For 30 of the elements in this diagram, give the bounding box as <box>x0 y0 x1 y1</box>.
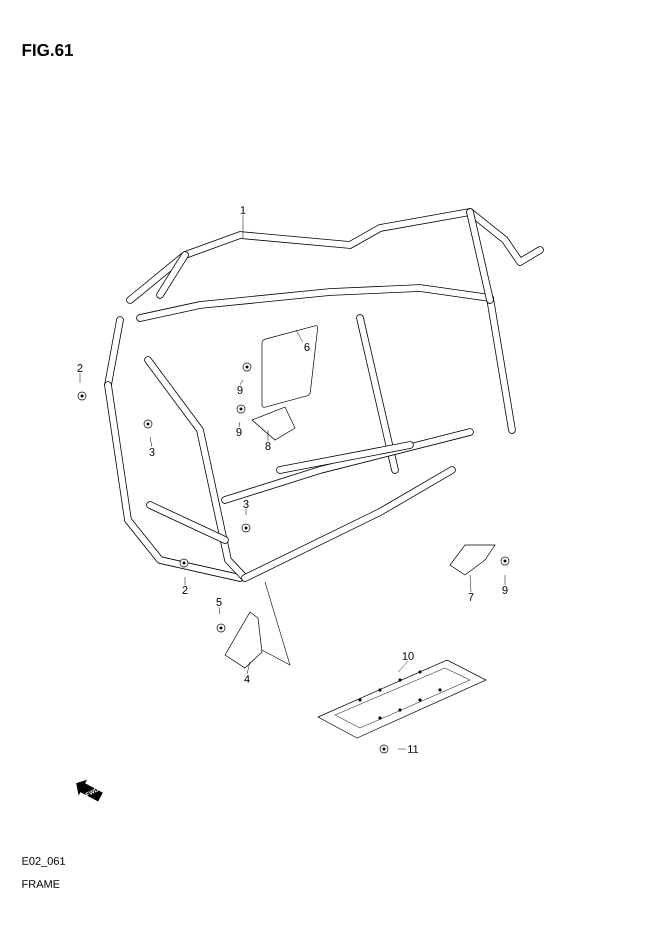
leader-line <box>184 576 186 586</box>
figure-title: FIG.61 <box>22 44 74 56</box>
leader-line <box>246 662 250 674</box>
leader-line <box>242 214 244 238</box>
leader-line <box>218 606 220 614</box>
leader-line <box>240 380 244 386</box>
leader-line <box>398 660 408 672</box>
callout-number: 9 <box>237 386 243 394</box>
callout-number: 1 <box>240 206 246 214</box>
leader-line <box>238 422 240 428</box>
callout-number: 7 <box>468 593 474 601</box>
callout-number: 3 <box>243 500 249 508</box>
leader-line <box>398 748 406 750</box>
leader-line <box>296 330 303 342</box>
callout-number: 9 <box>502 586 508 594</box>
callout-number: 3 <box>149 448 155 456</box>
drawing-name: FRAME <box>22 880 60 888</box>
callout-number: 11 <box>408 745 418 753</box>
leader-line <box>150 436 152 448</box>
callout-number: 2 <box>182 586 188 594</box>
callout-number: 6 <box>304 343 310 351</box>
leader-line <box>470 574 472 592</box>
callout-number: 10 <box>402 652 414 660</box>
callout-number: 9 <box>236 428 242 436</box>
callout-number: 8 <box>265 442 271 450</box>
callout-number: 4 <box>244 675 250 683</box>
callout-number: 5 <box>216 598 222 606</box>
leader-line <box>504 574 506 586</box>
callout-number: 2 <box>78 364 82 372</box>
drawing-code: E02_061 <box>22 857 66 867</box>
